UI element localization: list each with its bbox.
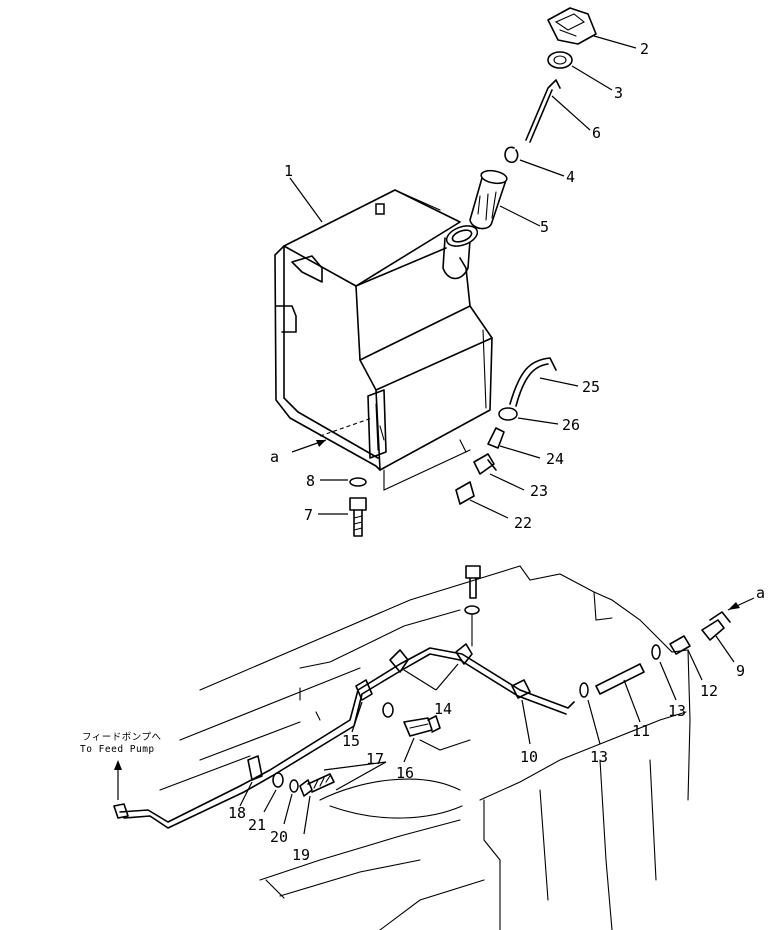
frame-top-bolt <box>464 565 481 647</box>
part-1-leader <box>289 177 323 223</box>
part-11-hose <box>595 663 645 723</box>
callout-11: 11 <box>632 722 650 740</box>
part-5-strainer <box>469 169 541 230</box>
callout-5: 5 <box>540 218 549 236</box>
view-marker-lower: a <box>727 584 765 611</box>
part-23-elbow <box>473 453 525 491</box>
feed-pump-end <box>113 760 129 819</box>
feed-pump-note-english: To Feed Pump <box>80 744 155 755</box>
feed-pump-note-japanese: フィードポンプへ <box>82 732 162 743</box>
part-14-clip <box>389 643 473 691</box>
callout-1: 1 <box>284 162 293 180</box>
callout-2: 2 <box>640 40 649 58</box>
view-marker-lower-label: a <box>756 584 765 602</box>
callout-20: 20 <box>270 828 288 846</box>
part-3-ring <box>547 51 613 91</box>
part-15-clip <box>351 679 373 733</box>
part-2-cap <box>547 7 637 49</box>
part-7-bolt <box>318 497 367 537</box>
machine-frame <box>159 565 691 930</box>
callout-8: 8 <box>306 472 315 490</box>
callout-labels: 1 2 3 4 5 6 7 8 9 10 11 12 13 13 14 15 1… <box>228 40 745 864</box>
part-13-clamp-b <box>651 644 677 701</box>
part-20-washer <box>283 779 299 825</box>
part-12-connector <box>669 635 703 681</box>
part-25-hose <box>509 357 579 407</box>
part-26-clamp <box>498 407 559 425</box>
callout-18: 18 <box>228 804 246 822</box>
feed-pump-note: フィードポンプへ To Feed Pump <box>80 732 162 755</box>
part-24-fitting <box>487 427 541 459</box>
fuel-tank <box>274 189 493 491</box>
callout-13-a: 13 <box>590 748 608 766</box>
callout-13-b: 13 <box>668 702 686 720</box>
callout-12: 12 <box>700 682 718 700</box>
part-19-bolt <box>299 773 335 835</box>
callout-22: 22 <box>514 514 532 532</box>
part-6-rod <box>525 79 591 143</box>
part-17-washer <box>382 702 394 718</box>
callout-16: 16 <box>396 764 414 782</box>
callout-23: 23 <box>530 482 548 500</box>
callout-7: 7 <box>304 506 313 524</box>
callout-6: 6 <box>592 124 601 142</box>
callout-15: 15 <box>342 732 360 750</box>
callout-26: 26 <box>562 416 580 434</box>
part-17-leader <box>323 761 387 791</box>
part-21-washer <box>263 772 284 813</box>
view-marker-upper: a <box>270 439 327 466</box>
part-22-plug <box>455 481 509 519</box>
callout-4: 4 <box>566 168 575 186</box>
part-10-fitting <box>511 679 531 745</box>
callout-14: 14 <box>434 700 452 718</box>
callout-25: 25 <box>582 378 600 396</box>
part-4-snap-ring <box>504 146 565 177</box>
part-9-valve <box>701 611 735 663</box>
callout-21: 21 <box>248 816 266 834</box>
view-marker-upper-label: a <box>270 448 279 466</box>
callout-9: 9 <box>736 662 745 680</box>
callout-17: 17 <box>366 750 384 768</box>
part-8-washer <box>320 477 367 487</box>
callout-3: 3 <box>614 84 623 102</box>
callout-10: 10 <box>520 748 538 766</box>
callout-19: 19 <box>292 846 310 864</box>
part-16-bolt <box>403 715 441 763</box>
part-13-clamp-a <box>579 682 601 745</box>
callout-24: 24 <box>546 450 564 468</box>
part-18-clip <box>239 755 263 807</box>
